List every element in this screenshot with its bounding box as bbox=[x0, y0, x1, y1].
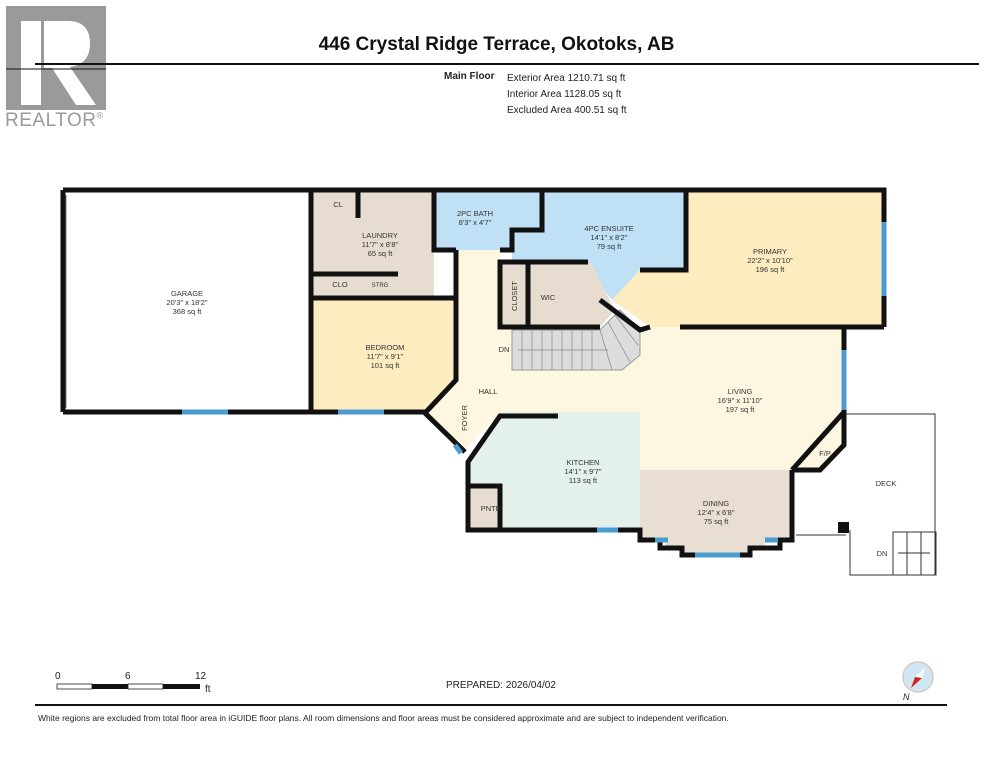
room-labels: GARAGE 20'3" x 18'2" 368 sq ft CL LAUNDR… bbox=[166, 200, 896, 558]
area-summary: Exterior Area 1210.71 sq ft Interior Are… bbox=[507, 71, 627, 119]
closet-room[interactable] bbox=[500, 262, 528, 327]
interior-area: Interior Area 1128.05 sq ft bbox=[507, 89, 622, 100]
svg-text:368 sq ft: 368 sq ft bbox=[173, 307, 203, 316]
pantry-room[interactable] bbox=[468, 486, 500, 530]
svg-text:HALL: HALL bbox=[479, 387, 498, 396]
svg-text:65 sq ft: 65 sq ft bbox=[368, 249, 394, 258]
svg-text:101 sq ft: 101 sq ft bbox=[371, 361, 401, 370]
excluded-area: Excluded Area 400.51 sq ft bbox=[507, 105, 627, 116]
svg-text:DN: DN bbox=[877, 549, 888, 558]
svg-text:14'1" x 9'7": 14'1" x 9'7" bbox=[565, 467, 602, 476]
svg-text:75 sq ft: 75 sq ft bbox=[704, 517, 730, 526]
ensuite-room[interactable] bbox=[512, 190, 686, 300]
svg-text:F/P: F/P bbox=[819, 449, 831, 458]
svg-text:12: 12 bbox=[195, 671, 207, 682]
kitchen-room[interactable] bbox=[468, 412, 640, 530]
svg-text:BEDROOM: BEDROOM bbox=[366, 343, 405, 352]
scale-bar: 0 6 12 ft bbox=[55, 671, 211, 695]
svg-text:PRIMARY: PRIMARY bbox=[753, 247, 787, 256]
svg-text:11'7" x 8'8": 11'7" x 8'8" bbox=[362, 240, 399, 249]
svg-text:197 sq ft: 197 sq ft bbox=[726, 405, 756, 414]
primary-room[interactable] bbox=[612, 190, 884, 327]
title-divider bbox=[35, 63, 979, 65]
floor-label: Main Floor bbox=[444, 71, 495, 82]
logo-r-stem bbox=[21, 21, 41, 105]
svg-text:LAUNDRY: LAUNDRY bbox=[362, 231, 398, 240]
svg-text:22'2" x 10'10": 22'2" x 10'10" bbox=[747, 256, 793, 265]
walls bbox=[60, 187, 887, 558]
svg-text:8'3" x 4'7": 8'3" x 4'7" bbox=[459, 218, 492, 227]
svg-text:79 sq ft: 79 sq ft bbox=[597, 242, 623, 251]
svg-text:WIC: WIC bbox=[541, 293, 556, 302]
footer-divider bbox=[35, 704, 947, 706]
svg-text:N: N bbox=[903, 692, 910, 702]
dining-room[interactable] bbox=[640, 470, 792, 555]
svg-text:20'3" x 18'2": 20'3" x 18'2" bbox=[166, 298, 207, 307]
svg-text:0: 0 bbox=[55, 671, 61, 682]
svg-text:113 sq ft: 113 sq ft bbox=[569, 476, 598, 485]
compass-icon: N bbox=[902, 661, 934, 702]
svg-text:PNTR: PNTR bbox=[481, 504, 502, 513]
svg-text:196 sq ft: 196 sq ft bbox=[756, 265, 786, 274]
svg-text:LIVING: LIVING bbox=[728, 387, 753, 396]
svg-text:11'7" x 9'1": 11'7" x 9'1" bbox=[367, 352, 404, 361]
page-title: 446 Crystal Ridge Terrace, Okotoks, AB bbox=[318, 34, 675, 55]
realtor-logo bbox=[6, 6, 106, 110]
svg-text:STRG: STRG bbox=[372, 283, 389, 289]
bedroom-room[interactable] bbox=[311, 298, 456, 411]
svg-text:ft: ft bbox=[205, 684, 211, 695]
svg-text:DINING: DINING bbox=[703, 499, 729, 508]
disclaimer-text: White regions are excluded from total fl… bbox=[38, 713, 729, 723]
garage-room[interactable] bbox=[63, 190, 311, 412]
stairs bbox=[511, 309, 641, 371]
wic-room[interactable] bbox=[528, 262, 615, 327]
prepared-date: PREPARED: 2026/04/02 bbox=[446, 680, 556, 691]
svg-text:14'1" x 8'2": 14'1" x 8'2" bbox=[591, 233, 628, 242]
laundry-room[interactable] bbox=[311, 190, 434, 298]
svg-text:KITCHEN: KITCHEN bbox=[567, 458, 600, 467]
svg-text:CLOSET: CLOSET bbox=[510, 281, 519, 311]
svg-text:GARAGE: GARAGE bbox=[171, 289, 203, 298]
svg-text:6: 6 bbox=[125, 671, 131, 682]
svg-text:4PC ENSUITE: 4PC ENSUITE bbox=[584, 224, 633, 233]
windows bbox=[182, 222, 887, 558]
svg-text:16'9" x 11'10": 16'9" x 11'10" bbox=[718, 396, 763, 405]
exterior-area: Exterior Area 1210.71 sq ft bbox=[507, 73, 626, 84]
svg-text:DECK: DECK bbox=[876, 479, 897, 488]
svg-text:CL: CL bbox=[333, 200, 343, 209]
realtor-wordmark: REALTOR® bbox=[5, 110, 104, 131]
svg-text:CLO: CLO bbox=[332, 280, 348, 289]
svg-text:12'4" x 6'8": 12'4" x 6'8" bbox=[698, 508, 735, 517]
deck-outline[interactable] bbox=[796, 413, 937, 576]
svg-text:2PC BATH: 2PC BATH bbox=[457, 209, 493, 218]
svg-text:DN: DN bbox=[499, 345, 510, 354]
deck-post bbox=[838, 522, 849, 533]
svg-text:FOYER: FOYER bbox=[460, 405, 469, 431]
stair-treads bbox=[518, 314, 639, 371]
